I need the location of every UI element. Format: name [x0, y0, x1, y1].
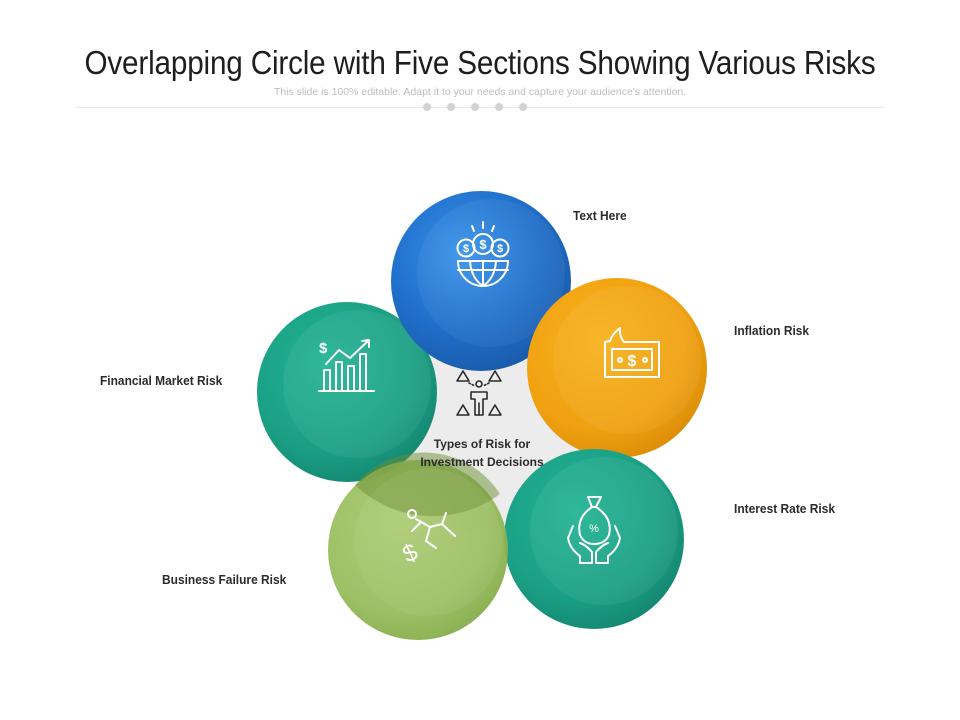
dot — [471, 103, 479, 111]
burning-banknote-icon — [604, 327, 660, 378]
section-business-failure: $ — [328, 452, 508, 640]
label-text-here: Text Here — [573, 208, 627, 223]
center-label-line2: Investment Decisions — [420, 455, 544, 469]
falling-man-dollar-icon — [407, 509, 456, 549]
label-interest-rate-risk: Interest Rate Risk — [734, 501, 836, 516]
center-label: Types of Risk for Investment Decisions — [402, 435, 562, 471]
svg-text:$: $ — [463, 243, 469, 255]
center-label-line1: Types of Risk for — [433, 437, 531, 451]
slide-subtitle: This slide is 100% editable. Adapt it to… — [273, 86, 687, 98]
svg-text:$: $ — [628, 353, 637, 370]
svg-text:$: $ — [479, 237, 487, 252]
label-inflation-risk: Inflation Risk — [734, 323, 810, 338]
svg-text:%: % — [589, 523, 599, 535]
person-with-warning-signs-icon — [456, 370, 502, 416]
section-interest-rate: % — [504, 449, 684, 629]
title-divider — [76, 107, 884, 108]
dot — [519, 103, 527, 111]
dot — [447, 103, 455, 111]
money-bag-in-hands-icon — [567, 496, 621, 564]
rising-bar-chart-dollar-icon: $ — [318, 339, 375, 392]
section-inflation: $ — [527, 278, 707, 458]
section-text-here: $ $ $ — [391, 191, 571, 371]
slide-title: Overlapping Circle with Five Sections Sh… — [84, 44, 876, 81]
label-business-failure-risk: Business Failure Risk — [162, 572, 287, 587]
svg-text:$: $ — [497, 243, 503, 255]
dot — [495, 103, 503, 111]
label-financial-market-risk: Financial Market Risk — [100, 373, 223, 388]
section-financial-market: $ — [257, 302, 437, 482]
dot — [423, 103, 431, 111]
coins-over-globe-icon — [456, 221, 510, 287]
svg-text:$: $ — [319, 340, 328, 357]
